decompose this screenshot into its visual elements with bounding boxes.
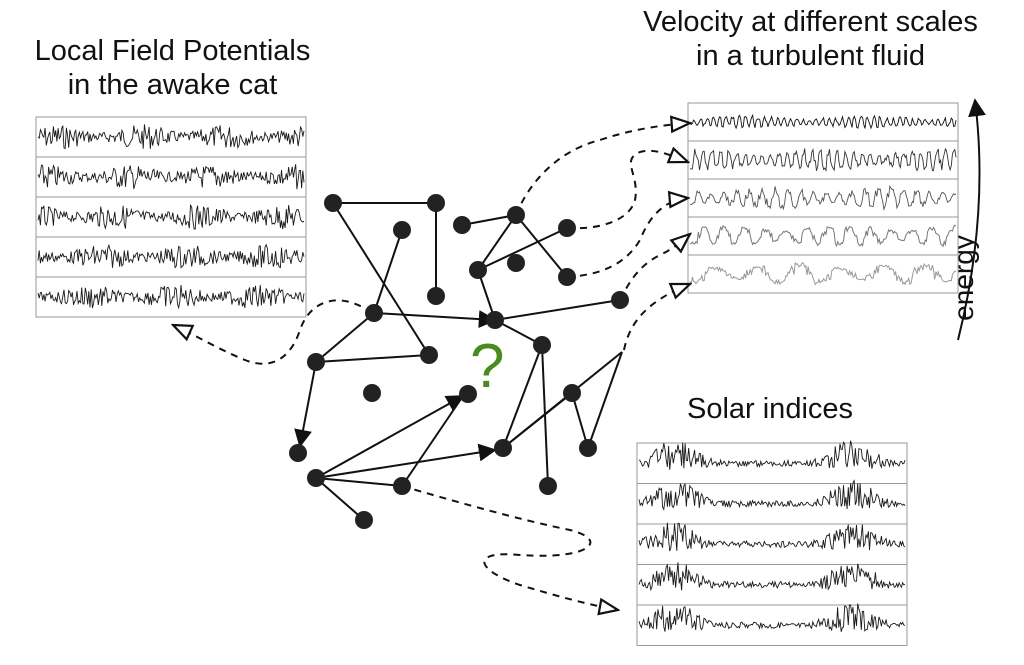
signal-trace <box>37 124 305 150</box>
signal-trace <box>689 147 957 173</box>
signal-trace <box>689 113 957 130</box>
signal-trace <box>638 603 906 632</box>
node <box>427 287 445 305</box>
velocity-title-line2: in a turbulent fluid <box>696 40 925 72</box>
node <box>539 477 557 495</box>
connector-to-solar <box>401 485 618 610</box>
node <box>563 384 581 402</box>
node <box>507 254 525 272</box>
signal-trace <box>638 562 906 592</box>
signal-trace <box>689 224 957 248</box>
network-nodes <box>289 194 629 529</box>
node <box>459 385 477 403</box>
connector-to-vel-4 <box>619 234 690 301</box>
node <box>365 304 383 322</box>
velocity-title: Velocity at different scales in a turbul… <box>598 5 1023 73</box>
node <box>289 444 307 462</box>
signal-trace <box>638 479 906 511</box>
signal-trace <box>37 243 305 269</box>
velocity-title-line1: Velocity at different scales <box>643 6 978 38</box>
node <box>453 216 471 234</box>
node <box>427 194 445 212</box>
node <box>393 221 411 239</box>
node <box>324 194 342 212</box>
panel-frame <box>35 116 307 318</box>
dashed-connectors <box>173 123 690 610</box>
lfp-panel <box>35 116 307 318</box>
connector-to-vel-1 <box>515 123 690 216</box>
node <box>507 206 525 224</box>
node <box>307 469 325 487</box>
lfp-title-line2: in the awake cat <box>67 69 278 101</box>
signal-trace <box>37 284 305 310</box>
panel-frame <box>687 102 959 294</box>
signal-trace <box>689 184 957 212</box>
node <box>307 353 325 371</box>
node <box>558 219 576 237</box>
signal-trace <box>638 522 906 552</box>
node <box>363 384 381 402</box>
velocity-panel <box>687 102 959 294</box>
signal-trace <box>37 203 305 230</box>
network-edges <box>294 202 623 521</box>
node <box>393 477 411 495</box>
solar-panel <box>636 440 908 646</box>
node <box>533 336 551 354</box>
signal-trace <box>689 261 957 286</box>
node <box>558 268 576 286</box>
node <box>579 439 597 457</box>
node <box>355 511 373 529</box>
connector-to-vel-5 <box>623 284 690 351</box>
node <box>469 261 487 279</box>
connector-to-vel-3 <box>566 198 688 278</box>
lfp-title: Local Field Potentials in the awake cat <box>0 34 345 102</box>
node <box>494 439 512 457</box>
node <box>420 346 438 364</box>
connector-to-vel-2 <box>566 151 688 230</box>
lfp-title-line1: Local Field Potentials <box>34 35 311 67</box>
connector-to-lfp <box>173 299 373 365</box>
node <box>611 291 629 309</box>
energy-arrow <box>957 98 986 341</box>
signal-trace <box>37 164 305 190</box>
node <box>486 311 504 329</box>
solar-title: Solar indices <box>686 393 854 425</box>
signal-trace <box>638 440 906 470</box>
